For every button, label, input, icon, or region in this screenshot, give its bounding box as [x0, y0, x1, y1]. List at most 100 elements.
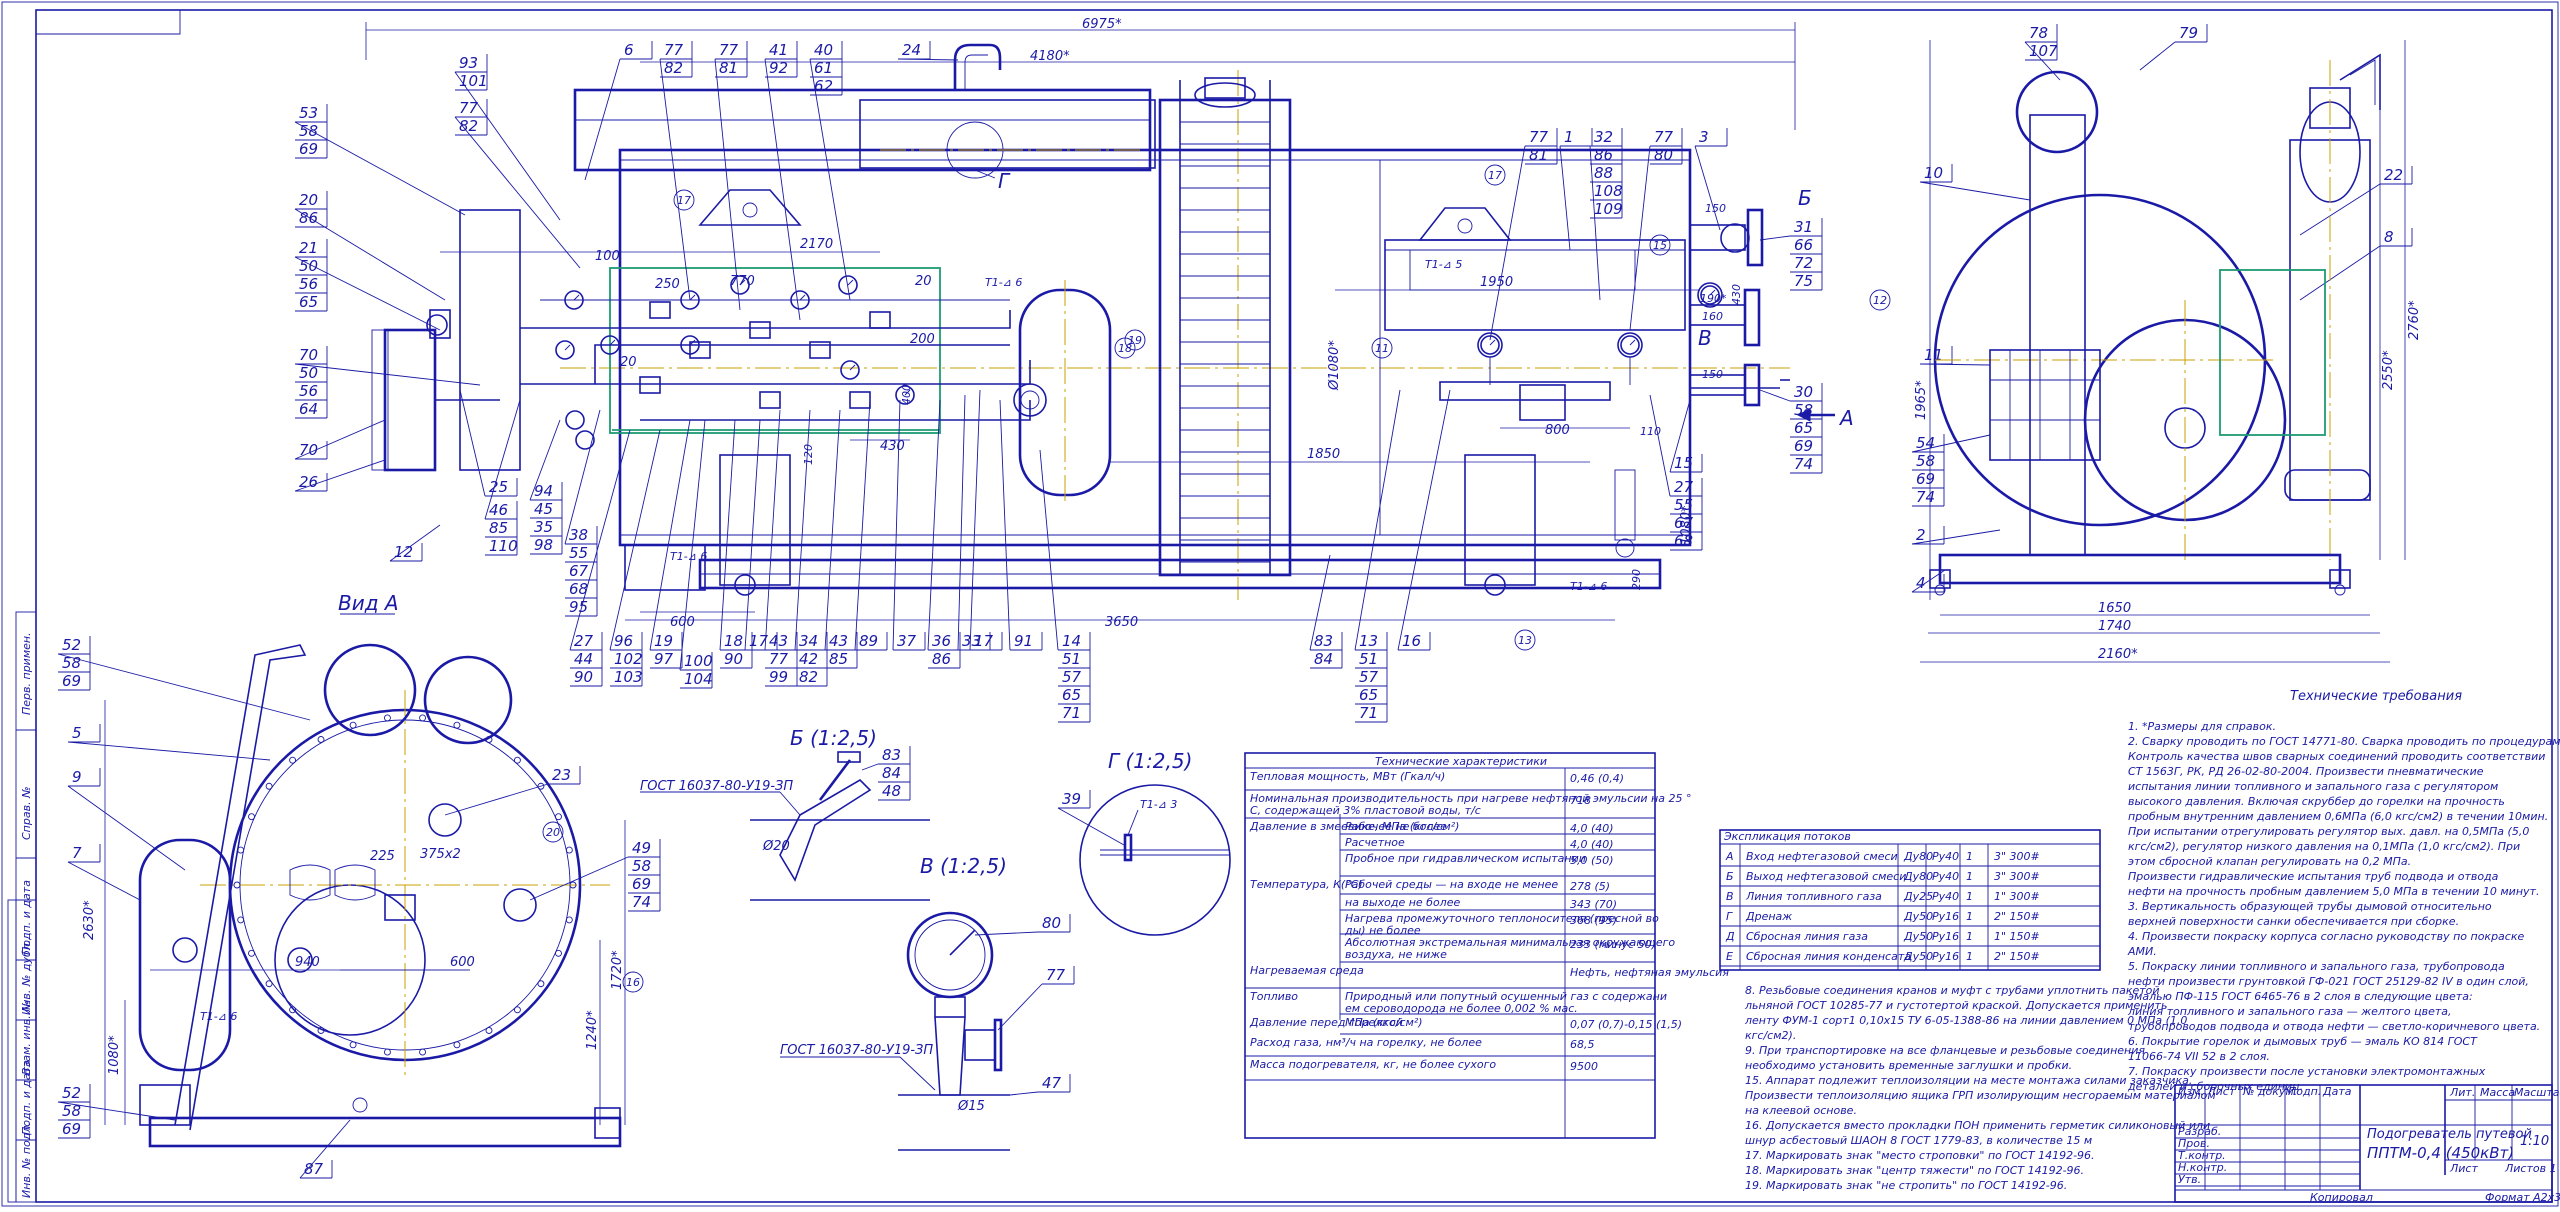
item-number: 61 — [814, 59, 833, 77]
item-number: 36 — [932, 632, 951, 650]
item-number: 56 — [299, 275, 318, 293]
dim-400: 400 — [900, 384, 913, 405]
tech-char-value: 368 (95) — [1570, 914, 1617, 927]
tech-char-value: 0,07 (0,7)-0,15 (1,5) — [1570, 1018, 1682, 1031]
tech-req-line: деталей и сборочных единиц. — [2127, 1080, 2303, 1093]
tech-req-line: 4. Произвести покраску корпуса согласно … — [2128, 930, 2524, 943]
flow-cell: 1 — [1966, 930, 1973, 943]
flow-cell: Сбросная линия конденсата — [1746, 950, 1911, 963]
flow-cell: 1 — [1966, 950, 1973, 963]
flow-cell: Ду50 — [1903, 950, 1933, 963]
tb-sheet: Лист — [2449, 1162, 2478, 1175]
item-number: 69 — [632, 875, 651, 893]
strip-label: Инв. № подл. — [20, 1122, 33, 1198]
detail-b-dia: Ø20 — [762, 839, 790, 854]
tech-char-label: Номинальная производительность при нагре… — [1250, 792, 1691, 805]
balloon-bottom-18: 91 — [999, 399, 1043, 651]
dim-110: 110 — [1640, 425, 1661, 438]
balloon-24: 24 — [897, 41, 959, 61]
item-number: 46 — [489, 501, 508, 519]
item-number: 11 — [1924, 346, 1943, 364]
balloon-22: 22 — [2299, 166, 2413, 236]
item-number: 102 — [614, 650, 643, 668]
flow-cell: 1 — [1966, 890, 1973, 903]
tech-char-sub: Нагрева промежуточного теплоносителя (пр… — [1345, 912, 1659, 925]
tb-col-scale: Масштаб — [2514, 1086, 2560, 1099]
flow-cell: Линия топливного газа — [1745, 890, 1882, 903]
flow-cell: 2" 150# — [1994, 950, 2040, 963]
tech-char-sub: Пробное при гидравлическом испытании — [1345, 852, 1586, 865]
note-line: 15. Аппарат подлежит теплоизоляции на ме… — [1745, 1074, 2192, 1087]
item-number: 55 — [1674, 496, 1693, 514]
tb-copied: Копировал — [2310, 1191, 2373, 1204]
item-number: 52 — [62, 636, 81, 654]
item-number: 68 — [1674, 532, 1693, 550]
item-number: 77 — [459, 99, 479, 117]
item-number: 33 — [962, 632, 981, 650]
dim-4180: 4180* — [1030, 49, 1070, 64]
item-number: 48 — [882, 782, 901, 800]
item-number: 91 — [1014, 632, 1033, 650]
item-number: 74 — [632, 893, 651, 911]
circled-item: 18 — [1118, 342, 1132, 355]
detail-g-weld: Т1-⊿ 3 — [1140, 798, 1177, 811]
tech-char-title: Технические характеристики — [1375, 755, 1547, 768]
dim-overall-length: 6975* — [1082, 17, 1122, 32]
note-line: Произвести теплоизоляцию ящика ГРП изоли… — [1745, 1089, 2216, 1102]
tech-char-row: Нагрева промежуточного теплоносителя (пр… — [1340, 912, 1659, 937]
item-number: 77 — [719, 41, 739, 59]
dim-20b: 20 — [620, 355, 637, 370]
item-number: 82 — [664, 59, 683, 77]
flow-cell: А — [1725, 850, 1734, 863]
tech-req-line: испытания линии топливного и запального … — [2128, 780, 2498, 793]
item-number: 15 — [1674, 454, 1693, 472]
item-number: 82 — [799, 668, 818, 686]
note-line: кгс/см2). — [1745, 1029, 1796, 1042]
item-number: 77 — [1046, 966, 1066, 984]
flow-cell: Ду80 — [1903, 850, 1933, 863]
dim-160: 160 — [1702, 310, 1723, 323]
flow-cell: Д — [1725, 930, 1735, 943]
tech-char-sub-2: ем сероводорода не более 0,002 % мас. — [1345, 1002, 1578, 1015]
balloon-bottom-22: 16 — [1397, 389, 1451, 651]
tech-characteristics-table: Технические характеристики Тепловая мощн… — [1244, 752, 1729, 1139]
dim-20a: 20 — [915, 274, 932, 289]
item-number: 43 — [829, 632, 848, 650]
tech-char-value: Нефть, нефтяная эмульсия — [1570, 966, 1729, 979]
tb-row: Утв. — [2178, 1173, 2201, 1186]
side-dim-1650: 1650 — [2098, 601, 2131, 616]
tech-req-line: этом сбросной клапан регулировать на 0,2… — [2128, 855, 2411, 868]
view-marker-b: Б — [1798, 186, 1812, 210]
flow-cell: Ру16 — [1932, 930, 1959, 943]
dim-100: 100 — [595, 249, 620, 264]
item-number: 56 — [299, 382, 318, 400]
tech-char-label: Нагреваемая среда — [1250, 964, 1364, 977]
item-number: 74 — [1794, 455, 1813, 473]
detail-g-title: Г (1:2,5) — [1108, 749, 1192, 773]
tech-char-label: Температура, К(°С) — [1250, 878, 1363, 891]
detail-v-balloon-80: 80 — [974, 914, 1071, 936]
circled-item: 17 — [677, 194, 691, 207]
va-dim-1080: 1080* — [107, 1035, 122, 1075]
item-number: 23 — [552, 766, 571, 784]
item-number: 32 — [1594, 128, 1613, 146]
side-dim-2550: 2550* — [2381, 350, 2396, 390]
flow-cell: 1 — [1966, 850, 1973, 863]
item-number: 68 — [569, 580, 588, 598]
item-number: 107 — [2029, 42, 2058, 60]
item-number: 66 — [1794, 236, 1813, 254]
dim-150: 150 — [1705, 202, 1726, 215]
item-number: 67 — [569, 562, 589, 580]
tech-char-label-2: С, содержащей 3% пластовой воды, т/с — [1250, 804, 1481, 817]
item-number: 77 — [769, 650, 789, 668]
